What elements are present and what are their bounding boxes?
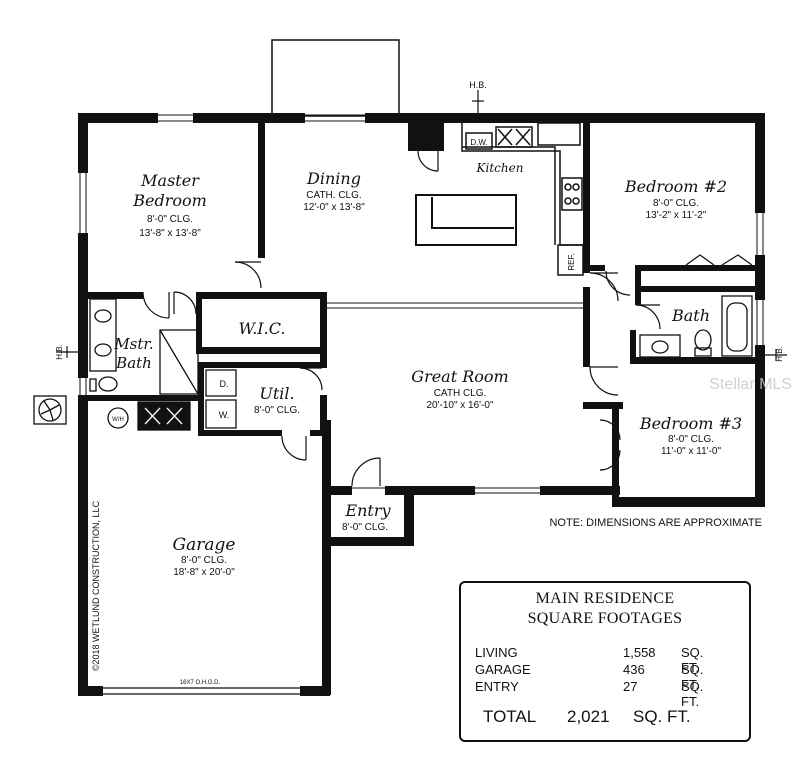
refrigerator: [557, 244, 584, 276]
doors: [142, 150, 753, 487]
legend-total: TOTAL 2,021 SQ. FT.: [483, 707, 733, 729]
garage-dims: 18'-8" x 20'-0": [173, 567, 235, 578]
master-bath-label: Mstr.: [113, 335, 153, 353]
util-label: Util.: [259, 384, 294, 403]
watermark-text: Stellar MLS: [709, 376, 792, 393]
entry-ceiling: 8'-0" CLG.: [342, 522, 388, 533]
legend-row-living: LIVING 1,558 SQ. FT.: [475, 645, 725, 675]
bath-label: Bath: [671, 306, 710, 325]
legend-row-unit: SQ. FT.: [681, 645, 704, 675]
great-room-label: Great Room: [411, 367, 508, 386]
master-bath-fixtures: [89, 298, 199, 395]
legend-row-value: 27: [623, 679, 638, 694]
legend-total-unit: SQ. FT.: [633, 707, 691, 726]
dishwasher: [465, 132, 493, 150]
dishwasher-label: D.W.: [470, 138, 487, 147]
legend-row-value: 436: [623, 662, 645, 677]
bedroom3-label: Bedroom #3: [639, 414, 742, 433]
legend-title: MAIN RESIDENCE: [535, 590, 675, 607]
ac-unit-icon: [33, 395, 67, 425]
legend-total-value: 2,021: [567, 707, 610, 726]
kitchen-counters: [461, 122, 584, 276]
legend-total-label: TOTAL: [483, 707, 537, 726]
bedroom2-label: Bedroom #2: [624, 177, 727, 196]
garage-door: [103, 687, 300, 695]
legend-row-entry: ENTRY 27 SQ. FT.: [475, 679, 725, 709]
kitchen-sink: [495, 126, 533, 148]
dining-dims: 12'-0" x 13'-8": [303, 202, 365, 213]
dimensions-note: NOTE: DIMENSIONS ARE APPROXIMATE: [549, 517, 762, 529]
kitchen-island: [415, 194, 517, 246]
rear-patio: [271, 39, 400, 117]
range: [561, 177, 583, 211]
legend-row-label: ENTRY: [475, 679, 519, 694]
bedroom2-dims: 13'-2" x 11'-2": [646, 210, 707, 221]
legend-subtitle: SQUARE FOOTAGES: [527, 610, 683, 627]
hose-bib-label-right: H.B.: [775, 346, 784, 362]
master-bedroom-dims: 13'-8" x 13'-8": [139, 228, 201, 239]
square-footage-legend: MAIN RESIDENCE SQUARE FOOTAGES LIVING 1,…: [459, 581, 751, 742]
dining-label: Dining: [306, 169, 361, 188]
bedroom2-ceiling: 8'-0" CLG.: [653, 198, 699, 209]
legend-row-garage: GARAGE 436 SQ. FT.: [475, 662, 725, 692]
master-bedroom-label: Master: [140, 171, 200, 190]
master-bath-label-2: Bath: [115, 354, 152, 372]
great-room-dims: 20'-10" x 16'-0": [426, 400, 494, 411]
windows: [79, 114, 764, 506]
refrigerator-label: REF.: [567, 253, 576, 270]
hose-bib-label-left: H.B.: [55, 344, 64, 360]
copyright-text: ©2018 WETLUND CONSTRUCTION, LLC: [91, 500, 101, 671]
dryer-label: D.: [220, 379, 229, 389]
master-bedroom-label-2: Bedroom: [132, 191, 207, 210]
wic-label: W.I.C.: [239, 319, 286, 338]
water-heater-label: W/H: [112, 417, 124, 423]
bedroom3-ceiling: 8'-0" CLG.: [668, 434, 714, 445]
legend-row-label: LIVING: [475, 645, 518, 660]
hose-bib-label-top: H.B.: [469, 80, 487, 90]
great-room-ceiling: CATH CLG.: [434, 388, 487, 399]
interior-walls: [88, 123, 765, 502]
hose-bib-icon: [56, 90, 787, 361]
entry-label: Entry: [344, 501, 391, 520]
legend-row-unit: SQ. FT.: [681, 679, 704, 709]
dining-ceiling: CATH. CLG.: [306, 190, 361, 201]
laundry-fixtures: [107, 369, 237, 431]
master-bedroom-ceiling: 8'-0" CLG.: [147, 214, 193, 225]
washer-label: W.: [219, 410, 230, 420]
util-ceiling: 8'-0" CLG.: [254, 405, 300, 416]
legend-rows: LIVING 1,558 SQ. FT. GARAGE 436 SQ. FT. …: [475, 645, 725, 709]
garage-label: Garage: [173, 535, 236, 555]
legend-row-value: 1,558: [623, 645, 656, 660]
garage-ceiling: 8'-0" CLG.: [181, 555, 227, 566]
garage-door-label: 16X7 O.H.G.D.: [180, 680, 221, 686]
legend-row-label: GARAGE: [475, 662, 531, 677]
bedroom3-dims: 11'-0" x 11'-0": [661, 446, 721, 457]
open-plan-lines: [327, 302, 583, 309]
legend-row-unit: SQ. FT.: [681, 662, 704, 692]
kitchen-label: Kitchen: [476, 161, 524, 175]
exterior-walls: [78, 113, 765, 696]
bath-fixtures: [639, 295, 753, 358]
